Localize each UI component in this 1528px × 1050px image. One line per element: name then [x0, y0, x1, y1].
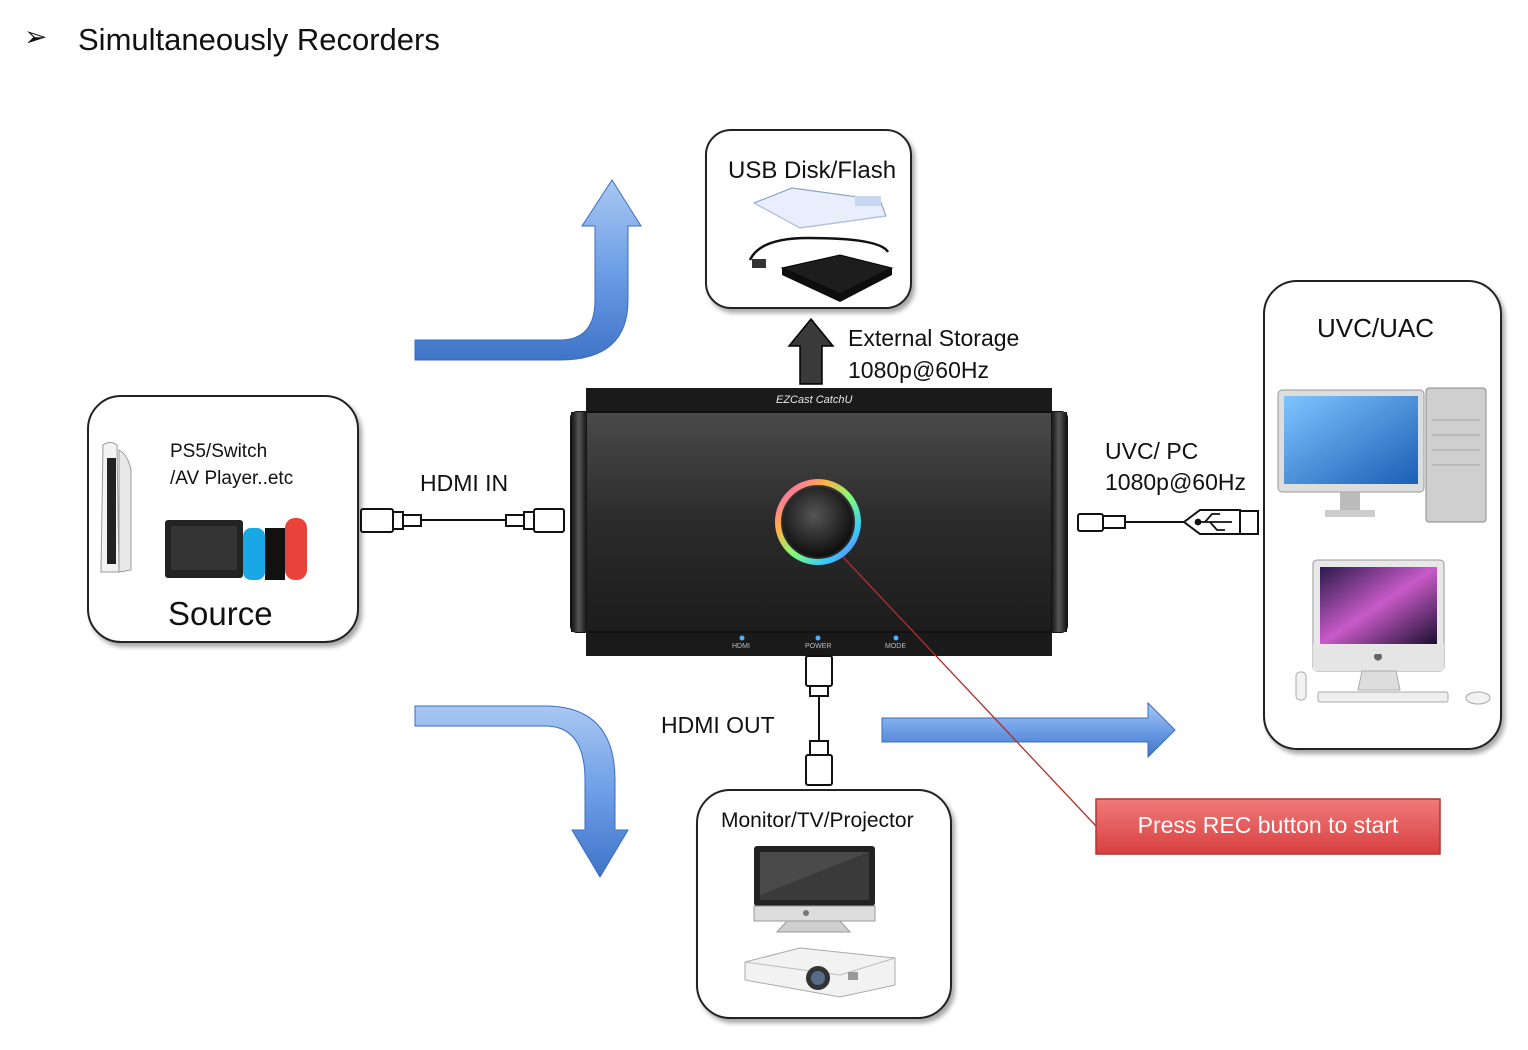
- imac-image: [1295, 559, 1491, 705]
- source-box: [87, 395, 359, 643]
- hdmi-in-cable: [360, 508, 565, 533]
- hdmi-out-cable: [805, 655, 833, 786]
- usb-flash-drive-image: [752, 187, 887, 229]
- desktop-computer-image: [1277, 387, 1487, 523]
- flow-arrow-up: [414, 179, 642, 361]
- projector-image: [744, 947, 896, 998]
- rec-button[interactable]: [783, 487, 853, 557]
- led-mode: [893, 635, 899, 641]
- hdmi-in-label: HDMI IN: [420, 470, 509, 496]
- source-title: Source: [168, 595, 273, 632]
- ps5-console-image: [100, 442, 132, 573]
- usb-icon: [1194, 513, 1232, 531]
- monitor-image: [753, 846, 876, 933]
- led-label-power: POWER: [805, 643, 832, 650]
- uvc-caption-2: 1080p@60Hz: [1105, 469, 1246, 495]
- flow-arrow-down: [414, 705, 629, 878]
- led-hdmi: [739, 635, 745, 641]
- capture-device: [570, 388, 1068, 656]
- storage-caption-2: 1080p@60Hz: [848, 357, 989, 383]
- storage-title: USB Disk/Flash: [728, 157, 897, 184]
- source-devices-label-1: PS5/Switch: [170, 441, 268, 462]
- rec-button-ring: [775, 479, 861, 565]
- device-brand: EZCast CatchU: [776, 394, 853, 406]
- callout-pointer: [842, 556, 1097, 827]
- hdmi-out-label: HDMI OUT: [661, 712, 775, 738]
- led-power: [815, 635, 821, 641]
- uvc-title: UVC/UAC: [1317, 313, 1435, 343]
- display-title: Monitor/TV/Projector: [721, 809, 914, 832]
- page-title: Simultaneously Recorders: [78, 22, 440, 57]
- callout-text: Press REC button to start: [1137, 812, 1399, 838]
- external-hdd-image: [748, 236, 894, 302]
- nintendo-switch-image: [165, 518, 307, 580]
- led-label-mode: MODE: [885, 643, 906, 650]
- storage-caption-1: External Storage: [848, 325, 1020, 351]
- uvc-caption-1: UVC/ PC: [1105, 438, 1199, 464]
- source-devices-label-2: /AV Player..etc: [170, 468, 294, 489]
- callout-box: [1095, 798, 1441, 855]
- heading-bullet: ➢: [24, 20, 48, 53]
- flow-arrow-right: [881, 701, 1176, 759]
- usb-cable: [1077, 509, 1259, 535]
- storage-up-arrow: [787, 317, 835, 385]
- led-label-hdmi: HDMI: [732, 643, 750, 650]
